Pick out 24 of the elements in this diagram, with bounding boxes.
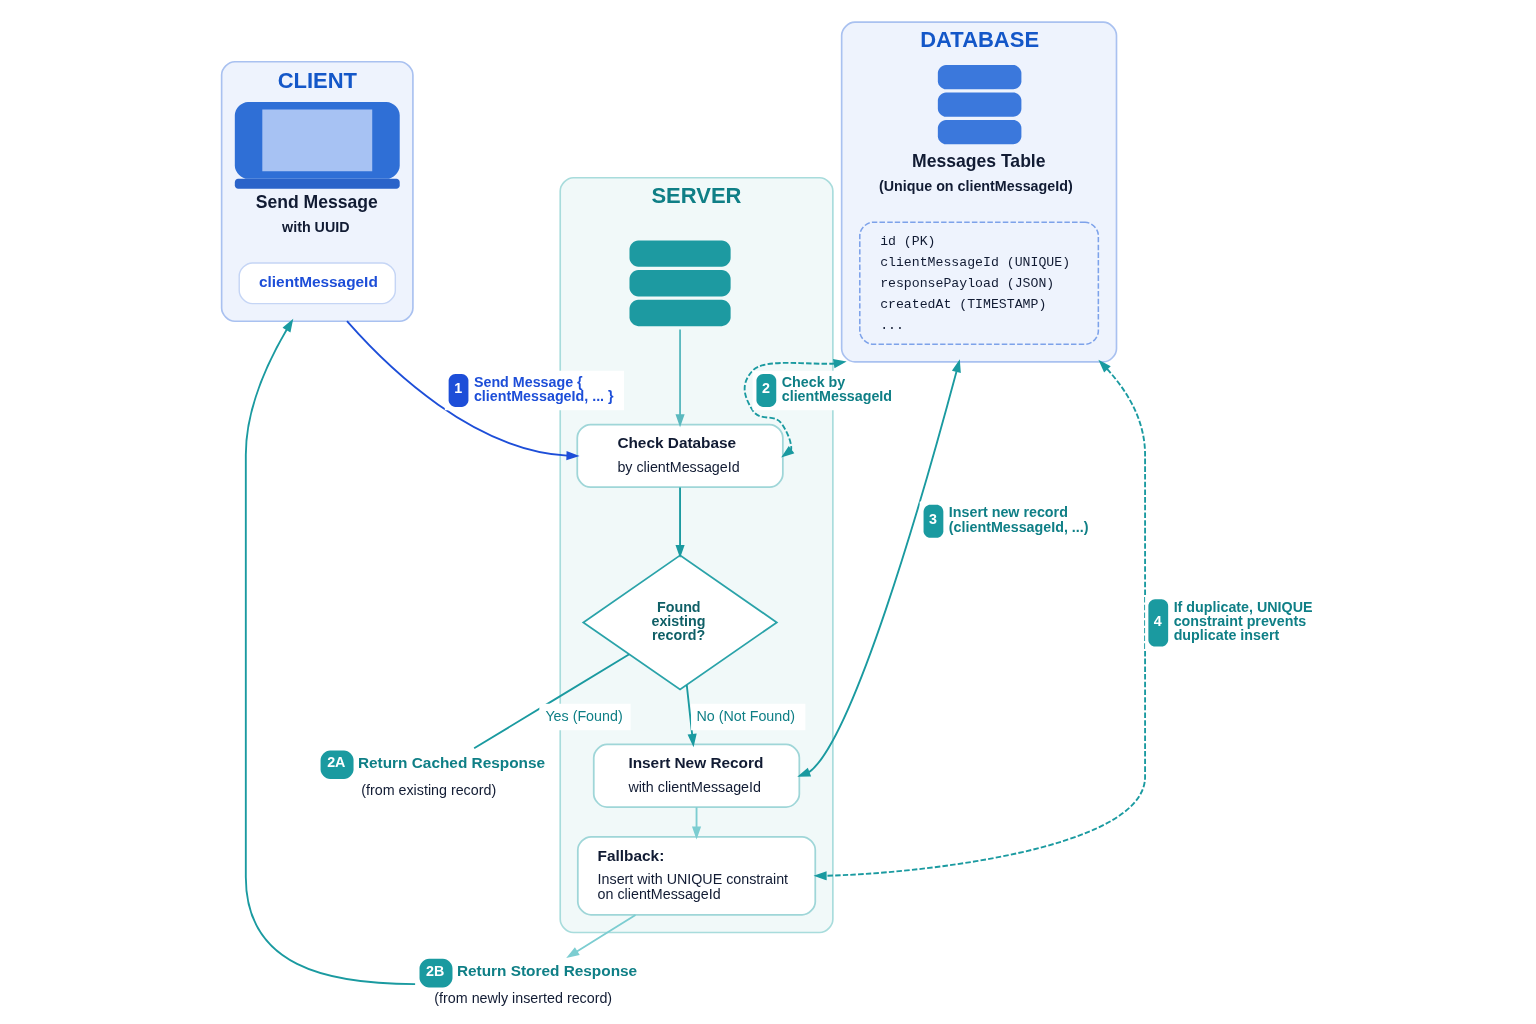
arrow <box>685 683 697 747</box>
node-label: (from existing record) <box>361 781 497 798</box>
edge-label: 4 If duplicate, UNIQUE constraint prevents duplicate insert <box>1153 598 1313 643</box>
arrow <box>244 318 417 985</box>
node-diamond: Found existing record? <box>581 553 779 691</box>
arrow <box>566 913 637 958</box>
node-box: 2A <box>320 750 354 779</box>
node-label: Return Stored Response <box>456 961 638 979</box>
node-box: clientMessageId <box>238 261 397 304</box>
node-box: Fallback: Insert with UNIQUE constraint on clientMessageId <box>576 835 817 916</box>
node-label: (from newly inserted record) <box>434 989 613 1006</box>
arrow <box>813 359 1146 880</box>
edge-label: No (Not Found) <box>696 707 795 724</box>
arrow <box>797 358 961 777</box>
arrow <box>743 358 847 458</box>
arrow <box>691 805 702 840</box>
node-box: 2B <box>419 958 453 987</box>
arrow <box>675 486 685 558</box>
arrow <box>346 319 580 460</box>
node-label: Return Cached Response <box>357 753 546 771</box>
node-box: id (PK) clientMessageId (UNIQUE) responsePayload (JSON) createdAt (TIMESTAMP) ... <box>859 221 1100 345</box>
node-box: Check Database by clientMessageId <box>576 423 784 488</box>
node-box: Insert New Record with clientMessageId <box>592 743 801 808</box>
arrow <box>675 328 685 427</box>
